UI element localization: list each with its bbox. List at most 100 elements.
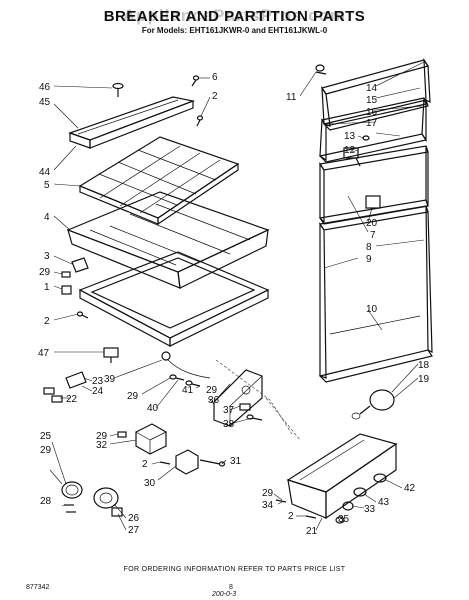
- part-4-partition-tray: [66, 191, 270, 289]
- callout-24: 24: [92, 386, 104, 397]
- part-45-partition-cap: [68, 96, 196, 149]
- part-36-control-housing: [213, 369, 263, 427]
- callout-29: 29: [127, 391, 139, 402]
- model-subtitle: For Models: EHT161JKWR-0 and EHT161JKWL-…: [141, 26, 328, 35]
- callout-21: 21: [306, 526, 318, 537]
- callout-35: 35: [338, 514, 350, 525]
- handwritten-mark: 200-0-3: [212, 591, 237, 598]
- callout-6: 6: [212, 72, 218, 83]
- callout-25: 25: [40, 431, 52, 442]
- part-6-screw: [191, 75, 200, 87]
- part-9-gasket-frame: [318, 205, 433, 383]
- callout-23: 23: [92, 376, 104, 387]
- callout-2: 2: [44, 316, 50, 327]
- part-29-clip: [61, 271, 71, 278]
- callout-40: 40: [147, 403, 159, 414]
- part-11-latch: [315, 64, 327, 75]
- callout-27: 27: [128, 525, 140, 536]
- callout-3: 3: [44, 251, 50, 262]
- part-28-screw: [64, 504, 76, 513]
- callout-32: 32: [96, 440, 108, 451]
- callout-37: 37: [223, 405, 235, 416]
- callout-2: 2: [288, 511, 294, 522]
- callout-36: 36: [208, 395, 220, 406]
- part-22-screws: [43, 387, 63, 403]
- callout-16: 16: [366, 107, 378, 118]
- part-37-knob: [239, 403, 251, 411]
- callout-7: 7: [370, 230, 376, 241]
- part-30-thermostat: [175, 449, 199, 475]
- part-8-lower-gasket: [318, 145, 429, 225]
- part-2-screw-top: [196, 115, 204, 127]
- part-5-grille: [78, 136, 240, 226]
- callout-41: 41: [182, 385, 194, 396]
- part-10-inner-strip: [329, 315, 421, 335]
- callout-39: 39: [104, 374, 116, 385]
- callout-31: 31: [230, 456, 242, 467]
- part-39-wire-harness: [161, 351, 211, 379]
- part-21-breaker-strip: [286, 433, 398, 520]
- part-29-clip-mid: [117, 431, 127, 438]
- part-41-screw: [185, 380, 201, 387]
- callout-34: 34: [262, 500, 274, 511]
- callout-2: 2: [142, 459, 148, 470]
- callout-33: 33: [364, 504, 376, 515]
- part-40-screw: [169, 374, 185, 381]
- page-title: BREAKER AND PARTITION PARTS: [103, 8, 366, 25]
- assembly-line-1: [215, 359, 293, 435]
- callout-18: 18: [418, 360, 430, 371]
- callout-22: 22: [66, 394, 78, 405]
- page-number: 8: [229, 584, 233, 591]
- part-14-upper-gasket: [321, 57, 431, 131]
- part-18-light-bulb: [351, 389, 395, 420]
- callout-4: 4: [44, 212, 50, 223]
- callout-9: 9: [366, 254, 372, 265]
- breaker-frame: [78, 251, 270, 347]
- document-number: 877342: [26, 584, 50, 591]
- callout-13: 13: [344, 131, 356, 142]
- part-1-heater: [61, 285, 72, 295]
- callout-11: 11: [286, 92, 297, 103]
- callout-29: 29: [39, 267, 51, 278]
- callout-10: 10: [366, 304, 378, 315]
- part-2-screw-left: [76, 311, 89, 319]
- assembly-line-2: [265, 397, 301, 441]
- part-26-knob-assembly: [93, 487, 123, 517]
- part-46-screw: [112, 82, 124, 97]
- callout-12: 12: [344, 145, 356, 156]
- callout-8: 8: [366, 242, 372, 253]
- part-12-hinge: [343, 147, 361, 167]
- callout-30: 30: [144, 478, 156, 489]
- callout-5: 5: [44, 180, 50, 191]
- callout-2: 2: [212, 91, 218, 102]
- part-20-damper-control: [365, 195, 381, 209]
- part-47-connector: [103, 347, 119, 363]
- part-38-screw: [246, 414, 263, 421]
- part-34-screw: [275, 499, 287, 503]
- callout-labels: 46 45 44 5 4 3 29 1 2 6 2 47 39 29 40 41…: [38, 72, 430, 537]
- callout-15: 15: [366, 95, 378, 106]
- callout-29: 29: [96, 431, 108, 442]
- part-2-screw-bottom: [305, 515, 317, 519]
- callout-14: 14: [366, 83, 378, 94]
- callout-43: 43: [378, 497, 390, 508]
- part-2-screw-mid: [159, 461, 171, 465]
- callout-42: 42: [404, 483, 416, 494]
- callout-46: 46: [39, 82, 51, 93]
- callout-1: 1: [44, 282, 50, 293]
- part-25-bulb-socket: [61, 481, 83, 499]
- part-42-clip: [373, 473, 387, 483]
- callout-29: 29: [40, 445, 52, 456]
- callout-38: 38: [223, 419, 235, 430]
- callout-28: 28: [40, 496, 52, 507]
- callout-29: 29: [206, 385, 218, 396]
- part-35-screw: [335, 516, 345, 524]
- part-13-screw: [362, 135, 370, 141]
- callout-45: 45: [39, 97, 51, 108]
- callout-44: 44: [39, 167, 51, 178]
- callout-26: 26: [128, 513, 140, 524]
- watermark: AppliancePartsPros.com: [122, 6, 347, 25]
- callout-47: 47: [38, 348, 50, 359]
